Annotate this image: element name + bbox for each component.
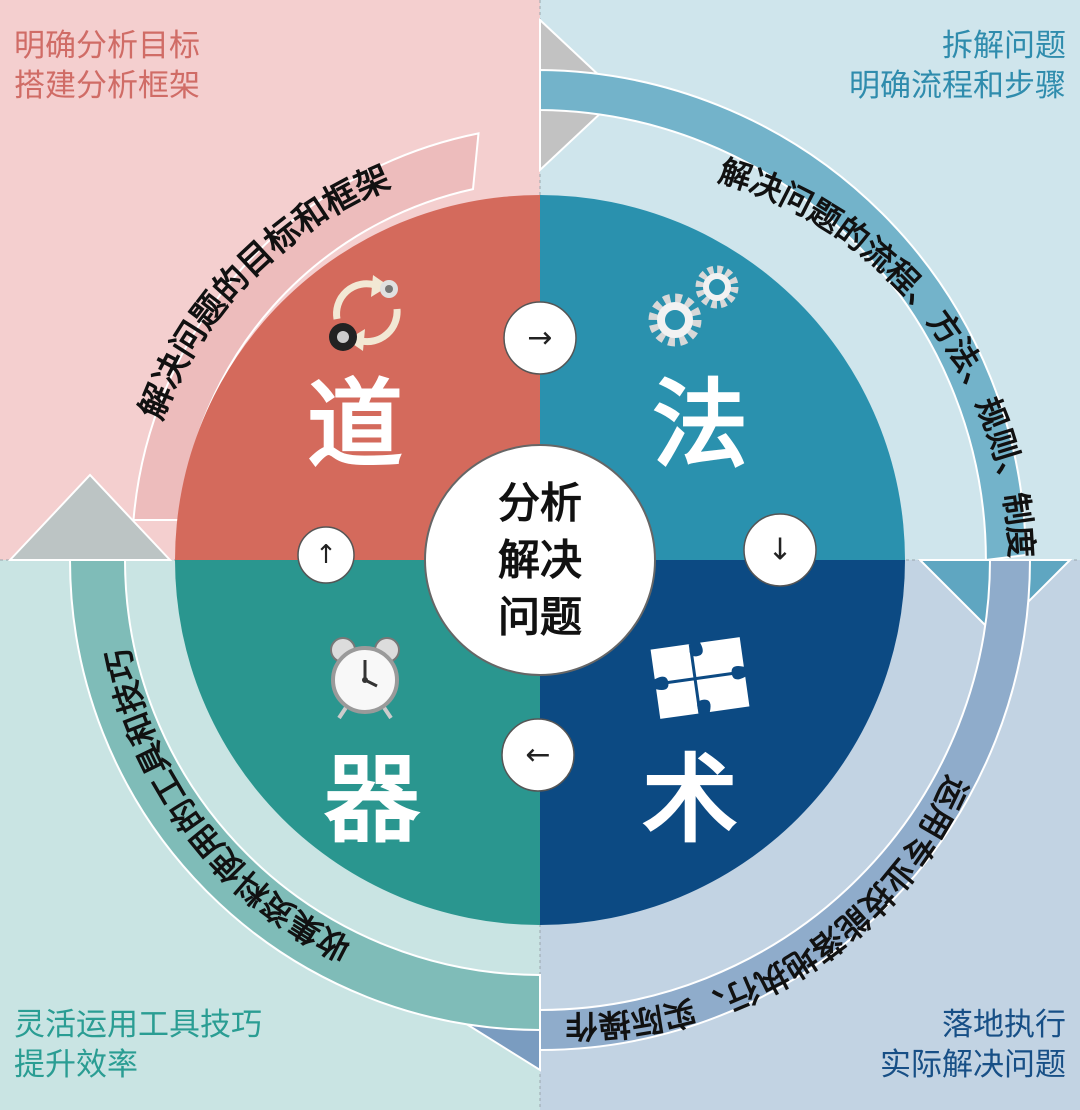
quadrant-shu bbox=[540, 560, 905, 925]
arrow-badge-up: ↑ bbox=[297, 526, 355, 584]
corner-caption-bottom-right: 落地执行 实际解决问题 bbox=[880, 1005, 1066, 1085]
quadrant-char-fa: 法 bbox=[652, 369, 748, 481]
svg-text:←: ← bbox=[525, 738, 550, 773]
arrow-badge-right: → bbox=[503, 301, 577, 375]
ring-arrow-qi bbox=[7, 473, 541, 1032]
alarm-clock-icon bbox=[330, 637, 400, 720]
corner-caption-line: 灵活运用工具技巧 bbox=[14, 1007, 262, 1043]
gears-icon bbox=[648, 265, 739, 347]
center-line-1: 分析 bbox=[498, 479, 582, 528]
svg-text:→: → bbox=[527, 321, 552, 356]
center-circle bbox=[424, 444, 656, 676]
arrow-badge-left: ← bbox=[501, 718, 575, 792]
corner-caption-line: 拆解问题 bbox=[942, 28, 1066, 64]
corner-caption-line: 实际解决问题 bbox=[880, 1047, 1066, 1083]
quadrant-dao bbox=[175, 195, 540, 560]
quadrant-fa bbox=[540, 195, 905, 560]
quadrant-char-shu: 术 bbox=[642, 744, 738, 856]
svg-text:↑: ↑ bbox=[315, 540, 337, 570]
center-line-2: 解决 bbox=[498, 536, 582, 585]
corner-caption-top-right: 拆解问题 明确流程和步骤 bbox=[849, 26, 1066, 106]
svg-text:↓: ↓ bbox=[767, 533, 792, 568]
corner-caption-line: 落地执行 bbox=[942, 1007, 1066, 1043]
corner-caption-bottom-left: 灵活运用工具技巧 提升效率 bbox=[14, 1005, 262, 1085]
center-line-3: 问题 bbox=[498, 593, 582, 642]
quadrant-char-dao: 道 bbox=[307, 369, 403, 481]
corner-caption-line: 明确流程和步骤 bbox=[849, 68, 1066, 104]
corner-caption-line: 提升效率 bbox=[14, 1047, 138, 1083]
quadrant-qi bbox=[175, 560, 540, 925]
corner-caption-top-left: 明确分析目标 搭建分析框架 bbox=[14, 26, 200, 106]
cycle-arrows-icon bbox=[329, 275, 401, 351]
corner-caption-line: 明确分析目标 bbox=[14, 28, 200, 64]
corner-caption-line: 搭建分析框架 bbox=[14, 68, 200, 104]
arrow-badge-down: ↓ bbox=[743, 513, 817, 587]
quadrant-char-qi: 器 bbox=[324, 744, 421, 856]
puzzle-icon bbox=[650, 637, 750, 719]
